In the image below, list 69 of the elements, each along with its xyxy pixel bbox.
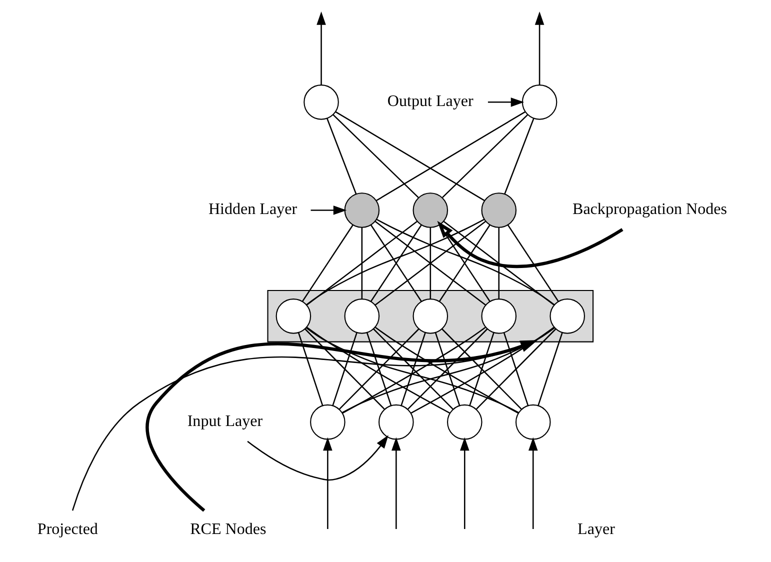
node-circle — [480, 298, 516, 334]
connector — [326, 118, 356, 194]
connector — [338, 328, 419, 410]
cluster — [266, 290, 594, 342]
arrow — [391, 437, 400, 529]
arrow — [528, 437, 538, 529]
arrow — [487, 98, 524, 107]
connector — [341, 327, 554, 414]
connector — [305, 327, 518, 414]
connector — [442, 114, 528, 198]
connector — [306, 220, 417, 306]
connector — [376, 218, 554, 306]
node-text: Hidden Layer — [208, 200, 297, 218]
node-circle — [303, 84, 338, 120]
connector — [406, 328, 488, 410]
node-text: Projected — [36, 520, 98, 538]
label: Layer — [577, 520, 614, 538]
arrow — [436, 220, 623, 268]
node-circle — [344, 192, 380, 228]
arrow — [534, 12, 544, 85]
connector — [441, 328, 522, 410]
connector — [438, 224, 490, 302]
node-circle — [344, 298, 380, 334]
arrow — [460, 437, 469, 529]
node-text: Input Layer — [186, 412, 262, 430]
connector — [374, 326, 518, 414]
connector — [301, 224, 353, 302]
node-circle — [310, 404, 345, 440]
arrow — [322, 437, 332, 529]
arrow — [316, 12, 326, 85]
connector — [304, 328, 384, 410]
node-circle — [521, 84, 557, 120]
node-circle — [446, 404, 482, 440]
connector — [502, 332, 528, 406]
connector — [297, 332, 323, 406]
connector — [410, 326, 554, 414]
node-circle — [378, 404, 414, 440]
connector — [332, 114, 418, 198]
connector — [434, 332, 460, 406]
connector — [306, 326, 450, 414]
connector — [504, 118, 534, 194]
connector — [468, 332, 494, 406]
connector — [442, 220, 554, 306]
node-circle — [549, 298, 585, 334]
connector — [332, 332, 357, 406]
connector — [475, 328, 556, 410]
connector — [334, 111, 484, 202]
arrow — [310, 206, 346, 215]
connector — [370, 224, 422, 302]
connector — [506, 224, 558, 302]
connector — [375, 111, 526, 202]
connector — [366, 332, 392, 406]
connector — [305, 218, 484, 306]
connector — [342, 326, 486, 414]
node-circle — [275, 298, 311, 334]
node-circle — [412, 192, 448, 228]
node-circle — [514, 404, 550, 440]
connector — [360, 227, 362, 299]
node-text: RCE Nodes — [190, 520, 266, 538]
connector — [537, 332, 562, 406]
node-text: Output Layer — [386, 92, 473, 110]
connector — [429, 227, 431, 299]
connector — [372, 328, 453, 410]
connector — [400, 332, 426, 406]
arrow — [246, 435, 388, 481]
node-circle — [412, 298, 448, 334]
connector — [498, 227, 500, 299]
node-circle — [480, 192, 516, 228]
node-text: Backpropagation Nodes — [572, 200, 726, 218]
